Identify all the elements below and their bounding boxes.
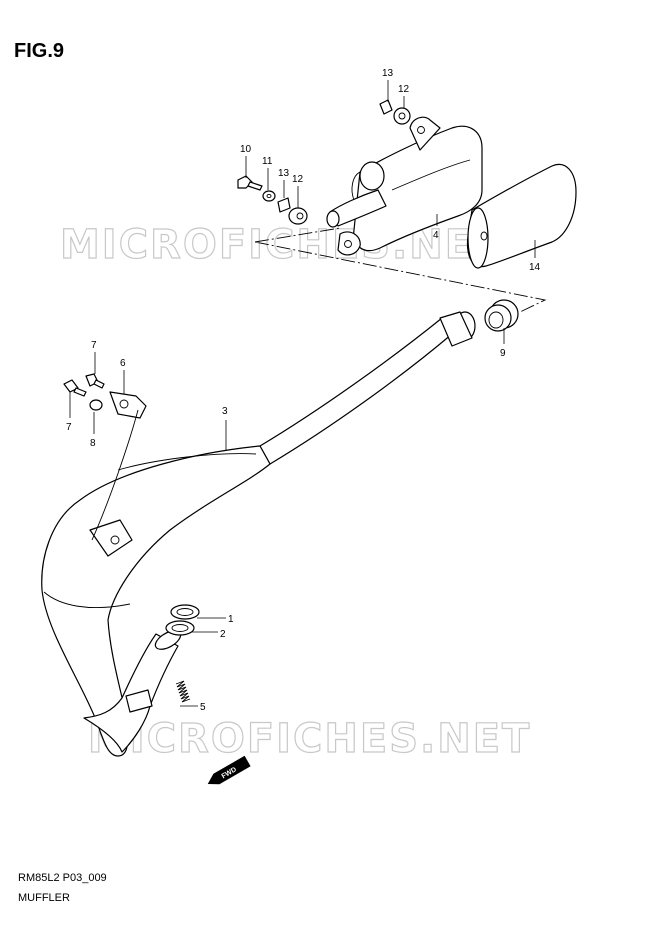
silencer-packing[interactable] — [466, 163, 577, 269]
figure-code: RM85L2 P03_009 — [18, 872, 107, 884]
callout-12-upper: 12 — [398, 84, 410, 95]
callout-8: 8 — [90, 438, 96, 449]
gasket-1[interactable] — [170, 604, 200, 620]
washer-11[interactable] — [262, 190, 276, 202]
spring-5[interactable] — [175, 680, 191, 703]
bolt-7-lower[interactable] — [63, 379, 87, 397]
exhaust-pipe[interactable] — [41, 311, 476, 757]
callout-3: 3 — [222, 406, 228, 417]
callout-13-upper: 13 — [382, 68, 394, 79]
watermark-top: MICROFICHES.NET — [60, 222, 503, 268]
callout-14: 14 — [529, 262, 541, 273]
callout-12-lower: 12 — [292, 174, 304, 185]
cushion-12-upper[interactable] — [393, 107, 411, 125]
silencer-body[interactable] — [326, 116, 483, 256]
cushion-12-lower[interactable] — [288, 207, 308, 225]
callout-13-lower: 13 — [278, 168, 290, 179]
gasket-9[interactable] — [484, 299, 519, 332]
figure-title: FIG.9 — [14, 40, 65, 62]
washer-8[interactable] — [89, 399, 103, 411]
bolt-10[interactable] — [237, 175, 263, 191]
callout-2: 2 — [220, 629, 226, 640]
figure-name: MUFFLER — [18, 892, 70, 904]
assembly-guide-line — [254, 227, 547, 313]
bolt-7-upper[interactable] — [85, 373, 105, 389]
callout-5: 5 — [200, 702, 206, 713]
gasket-2[interactable] — [165, 620, 195, 636]
callout-1: 1 — [228, 614, 234, 625]
watermark-bottom: MICROFICHES.NET — [88, 716, 531, 762]
collar-13-upper[interactable] — [379, 99, 393, 115]
callout-10: 10 — [240, 144, 252, 155]
callout-6: 6 — [120, 358, 126, 369]
callout-7-lower: 7 — [66, 422, 72, 433]
callout-7-upper: 7 — [91, 340, 97, 351]
callout-4: 4 — [433, 230, 439, 241]
callout-9: 9 — [500, 348, 506, 359]
callout-11: 11 — [262, 156, 273, 167]
bracket-6[interactable] — [91, 391, 147, 541]
collar-13-lower[interactable] — [277, 197, 291, 213]
